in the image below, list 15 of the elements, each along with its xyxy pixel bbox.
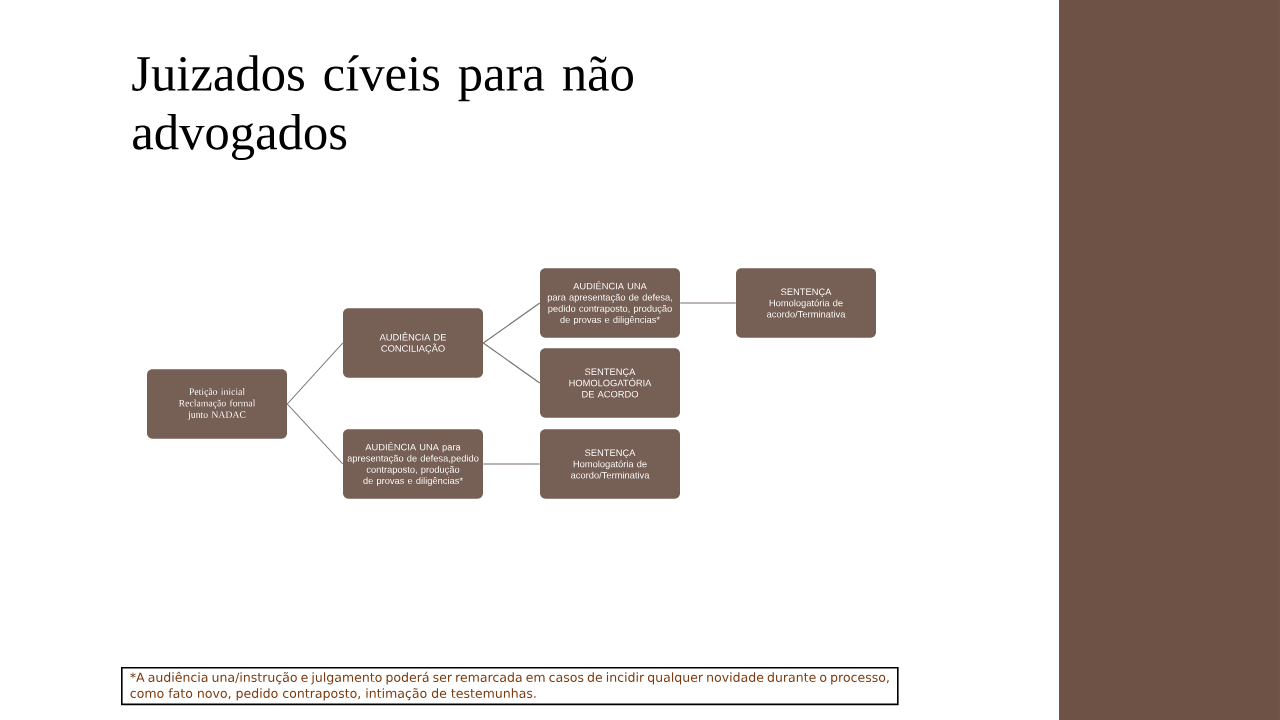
process-box: Petição inicial Reclamação formal junto NADAC — [147, 369, 287, 439]
process-box: AUDIÊNCIA DE CONCILIAÇÃO — [343, 308, 483, 378]
connector-line — [286, 342, 344, 405]
connector-line — [679, 302, 737, 304]
footnote-box: *A audiência una/instrução e julgamento poderá ser remarcada em casos de incidir qualquer novidade durante o processo, como fato novo, pedido contraposto, intimação de testemunhas. — [121, 667, 899, 706]
connector-line — [482, 302, 541, 344]
process-box: SENTENÇA Homologatória de acordo/Terminativa — [736, 268, 876, 338]
connector-line — [482, 463, 541, 465]
process-box: SENTENÇA Homologatória de acordo/Terminativa — [540, 429, 680, 499]
process-box: AUDIÊNCIA UNA para apresentação de defesa, pedido contraposto, produção de provas e diligências* — [540, 268, 680, 338]
process-box: SENTENÇA HOMOLOGATÓRIA DE ACORDO — [540, 348, 680, 418]
connector-line — [482, 342, 541, 384]
connector-line — [286, 403, 344, 465]
process-box: AUDIÊNCIA UNA para apresentação de defesa,pedido contraposto, produção de provas e diligências* — [343, 429, 483, 499]
title: Juizados cíveis para não advogados — [132, 55, 633, 161]
